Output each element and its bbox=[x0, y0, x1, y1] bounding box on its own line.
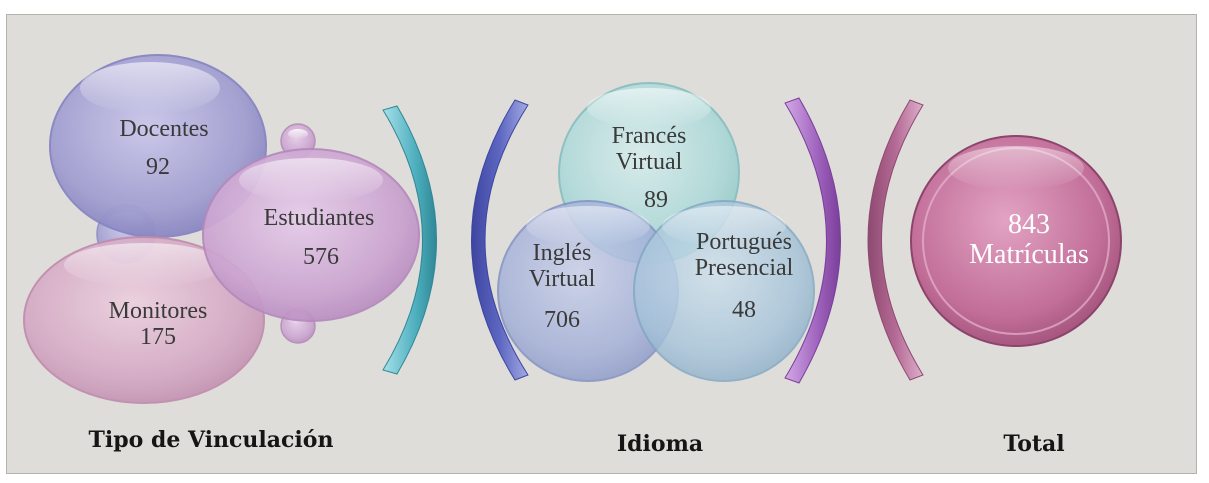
monitores-label: Monitores bbox=[109, 298, 208, 324]
bracket-left-pink bbox=[867, 99, 924, 381]
portugues-line1: Portugués bbox=[696, 229, 792, 255]
bracket-right-purple bbox=[784, 97, 841, 384]
label-total: Total bbox=[1003, 431, 1064, 457]
vinculacion-cluster: Docentes 92 Monitores 175 Estudiantes 57… bbox=[23, 54, 420, 404]
circle-portugues bbox=[633, 200, 815, 382]
portugues-value: 48 bbox=[732, 297, 756, 323]
ingles-line2: Virtual bbox=[529, 266, 596, 292]
estudiantes-label: Estudiantes bbox=[264, 205, 375, 231]
ingles-line1: Inglés bbox=[533, 240, 592, 266]
total-unit: Matrículas bbox=[969, 239, 1089, 270]
label-idioma: Idioma bbox=[617, 431, 703, 457]
frances-line2: Virtual bbox=[616, 149, 683, 175]
estudiantes-value: 576 bbox=[303, 244, 339, 270]
bracket-right-teal bbox=[382, 105, 437, 375]
docentes-value: 92 bbox=[146, 154, 170, 180]
label-tipo-vinculacion: Tipo de Vinculación bbox=[89, 427, 334, 453]
bracket-left-blue bbox=[471, 99, 529, 381]
frances-value: 89 bbox=[644, 187, 668, 213]
portugues-line2: Presencial bbox=[695, 255, 794, 281]
total-value: 843 bbox=[1008, 209, 1050, 240]
bubble-estudiantes: Estudiantes 576 bbox=[202, 148, 420, 322]
bubble-docentes: Docentes 92 bbox=[49, 54, 267, 238]
ingles-value: 706 bbox=[544, 307, 580, 333]
docentes-label: Docentes bbox=[119, 116, 208, 142]
bubble-total: 843 Matrículas bbox=[910, 135, 1122, 347]
idioma-venn: Francés Virtual 89 Inglés Virtual 706 Po… bbox=[497, 82, 815, 382]
monitores-value: 175 bbox=[140, 324, 176, 350]
frances-line1: Francés bbox=[612, 123, 687, 149]
bubble-monitores: Monitores 175 bbox=[23, 236, 265, 404]
